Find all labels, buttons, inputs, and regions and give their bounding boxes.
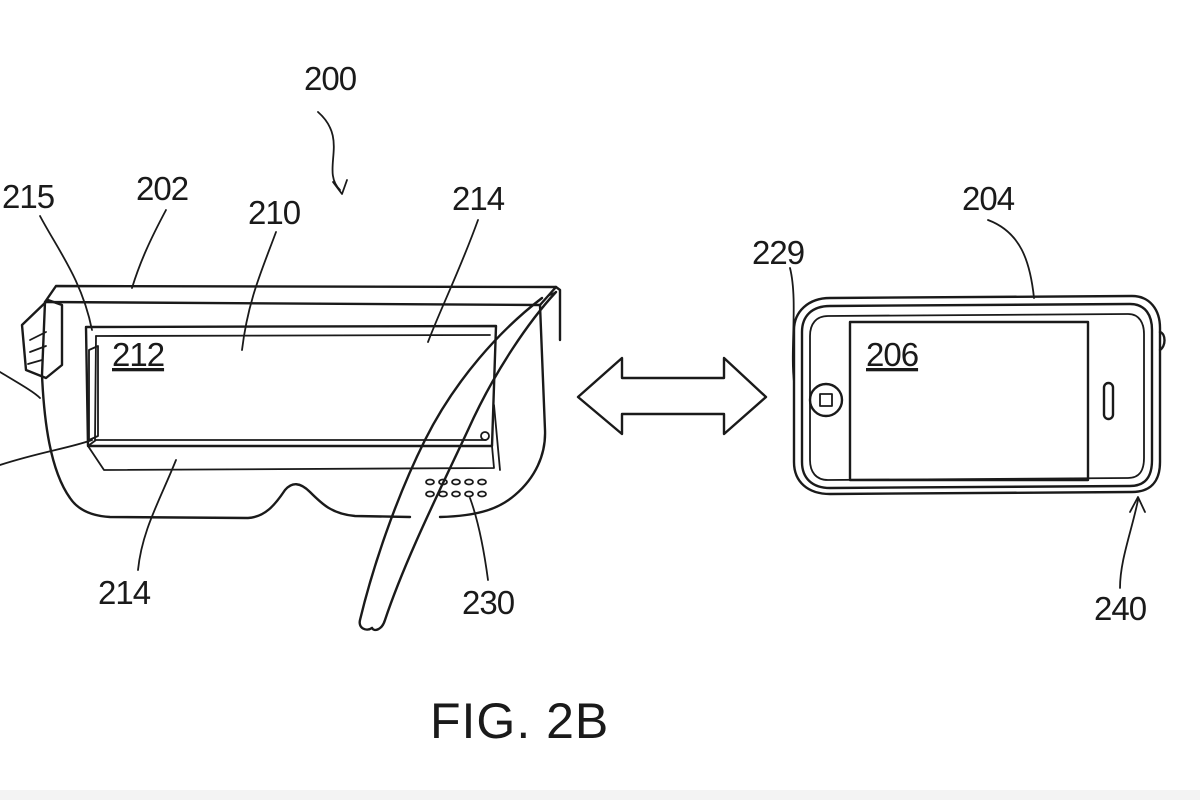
headset-drawing bbox=[20, 284, 562, 632]
label-240: 240 bbox=[1094, 590, 1147, 627]
phone-drawing bbox=[792, 294, 1166, 496]
label-206: 206 bbox=[866, 336, 918, 373]
label-214-top: 214 bbox=[452, 180, 505, 217]
label-214-bottom: 214 bbox=[98, 574, 151, 611]
bottom-strip bbox=[0, 790, 1200, 800]
leader-lines bbox=[0, 111, 1146, 589]
label-212: 212 bbox=[112, 336, 164, 373]
label-215: 215 bbox=[2, 178, 54, 215]
speaker-grille bbox=[425, 478, 487, 498]
double-arrow bbox=[576, 356, 768, 436]
label-202: 202 bbox=[136, 170, 188, 207]
label-230: 230 bbox=[462, 584, 515, 621]
label-200: 200 bbox=[304, 60, 357, 97]
label-204: 204 bbox=[962, 180, 1015, 217]
label-210: 210 bbox=[248, 194, 301, 231]
label-229: 229 bbox=[752, 234, 804, 271]
figure-caption: FIG. 2B bbox=[430, 693, 609, 749]
